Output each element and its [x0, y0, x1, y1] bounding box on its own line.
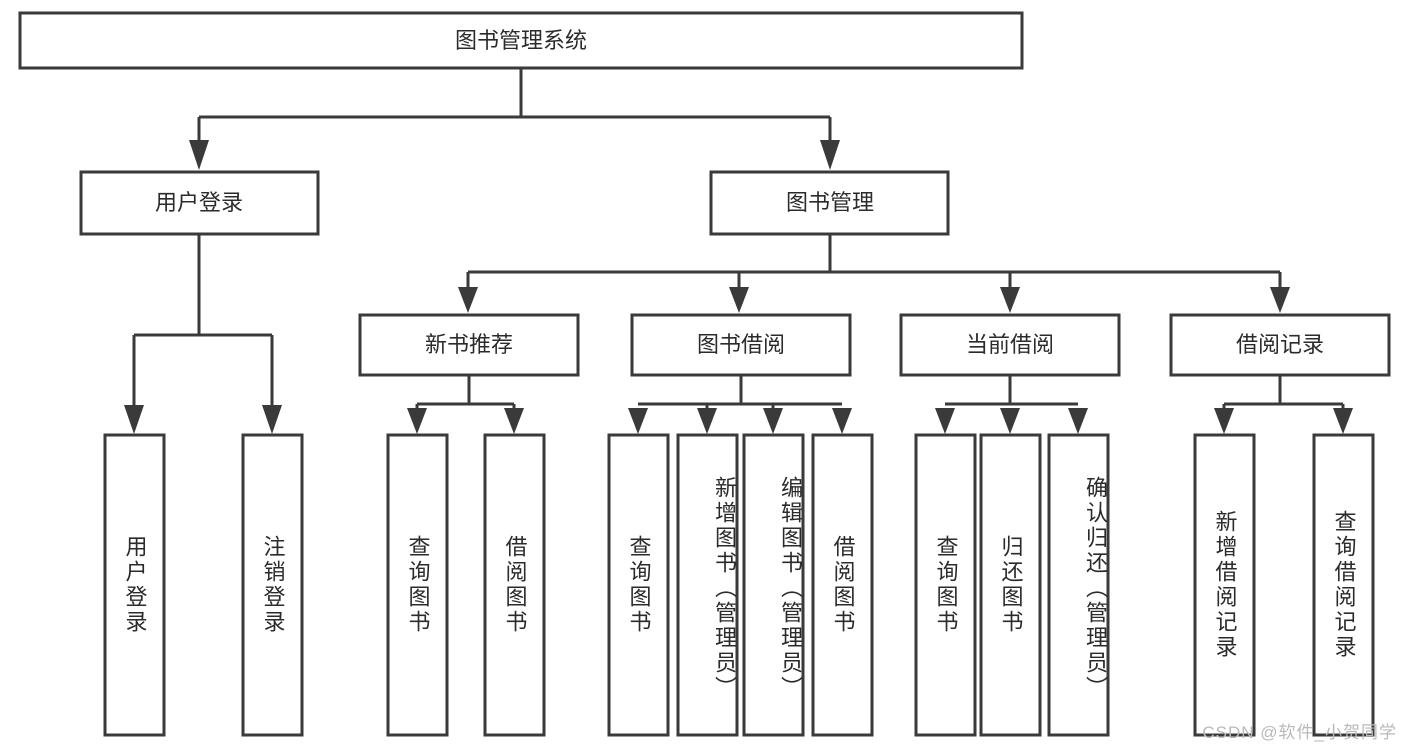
node-new-book-recommend-box[interactable]: [358, 313, 580, 377]
node-current-borrow-label: 当前借阅: [966, 332, 1054, 357]
watermark-text: CSDN @软件_小贺同学: [1202, 723, 1397, 742]
node-borrow-record-box[interactable]: [1169, 313, 1391, 377]
arrowhead-leaf-user-login-2: [262, 405, 282, 434]
node-new-book-recommend-label: 新书推荐: [425, 332, 513, 357]
leaf-box-cb-2[interactable]: [979, 433, 1042, 737]
node-root-label: 图书管理系统: [455, 28, 587, 53]
arrowhead-leaf-nbr-1: [407, 408, 427, 434]
arrowhead-leaf-user-login-1: [124, 405, 144, 434]
leaf-box-nbr-1[interactable]: [386, 433, 449, 737]
arrowhead-book-manage: [820, 140, 840, 170]
node-book-borrow-label: 图书借阅: [697, 332, 785, 357]
node-borrow-record-label: 借阅记录: [1236, 332, 1324, 357]
node-book-borrow-box[interactable]: [630, 313, 852, 377]
leaf-box-cb-1[interactable]: [914, 433, 977, 737]
leaf-box-bb-2[interactable]: [676, 433, 739, 737]
arrowhead-user-login: [189, 140, 209, 170]
node-current-borrow-box[interactable]: [899, 313, 1121, 377]
leaf-box-user-login-2[interactable]: [241, 433, 304, 737]
arrowhead-new-book-recommend: [458, 287, 478, 313]
leaf-box-br-1[interactable]: [1193, 433, 1256, 737]
leaf-box-user-login-1[interactable]: [103, 433, 166, 737]
node-user-login-label: 用户登录: [155, 190, 243, 215]
leaf-box-br-2[interactable]: [1312, 433, 1375, 737]
leaf-box-bb-4[interactable]: [811, 433, 874, 737]
leaf-box-cb-3[interactable]: [1047, 433, 1110, 737]
node-book-manage-box[interactable]: [709, 170, 950, 236]
arrowhead-leaf-bb-4: [832, 408, 852, 434]
arrowhead-leaf-nbr-2: [504, 408, 524, 434]
arrowhead-leaf-br-2: [1333, 408, 1353, 434]
leaf-box-bb-1[interactable]: [607, 433, 670, 737]
node-root-box[interactable]: [18, 11, 1024, 70]
arrowhead-book-borrow: [729, 287, 749, 313]
arrowhead-leaf-bb-2: [697, 408, 717, 434]
node-book-manage-label: 图书管理: [786, 190, 874, 215]
arrowhead-leaf-cb-1: [935, 408, 955, 434]
arrowhead-borrow-record: [1270, 287, 1290, 313]
arrowhead-current-borrow: [1000, 287, 1020, 313]
arrowhead-leaf-cb-2: [1000, 408, 1020, 434]
leaf-box-bb-3[interactable]: [742, 433, 805, 737]
leaf-box-nbr-2[interactable]: [483, 433, 546, 737]
arrowhead-leaf-bb-3: [763, 408, 783, 434]
arrowhead-leaf-cb-3: [1068, 408, 1088, 434]
arrowhead-leaf-bb-1: [628, 408, 648, 434]
arrowhead-leaf-br-1: [1214, 408, 1234, 434]
